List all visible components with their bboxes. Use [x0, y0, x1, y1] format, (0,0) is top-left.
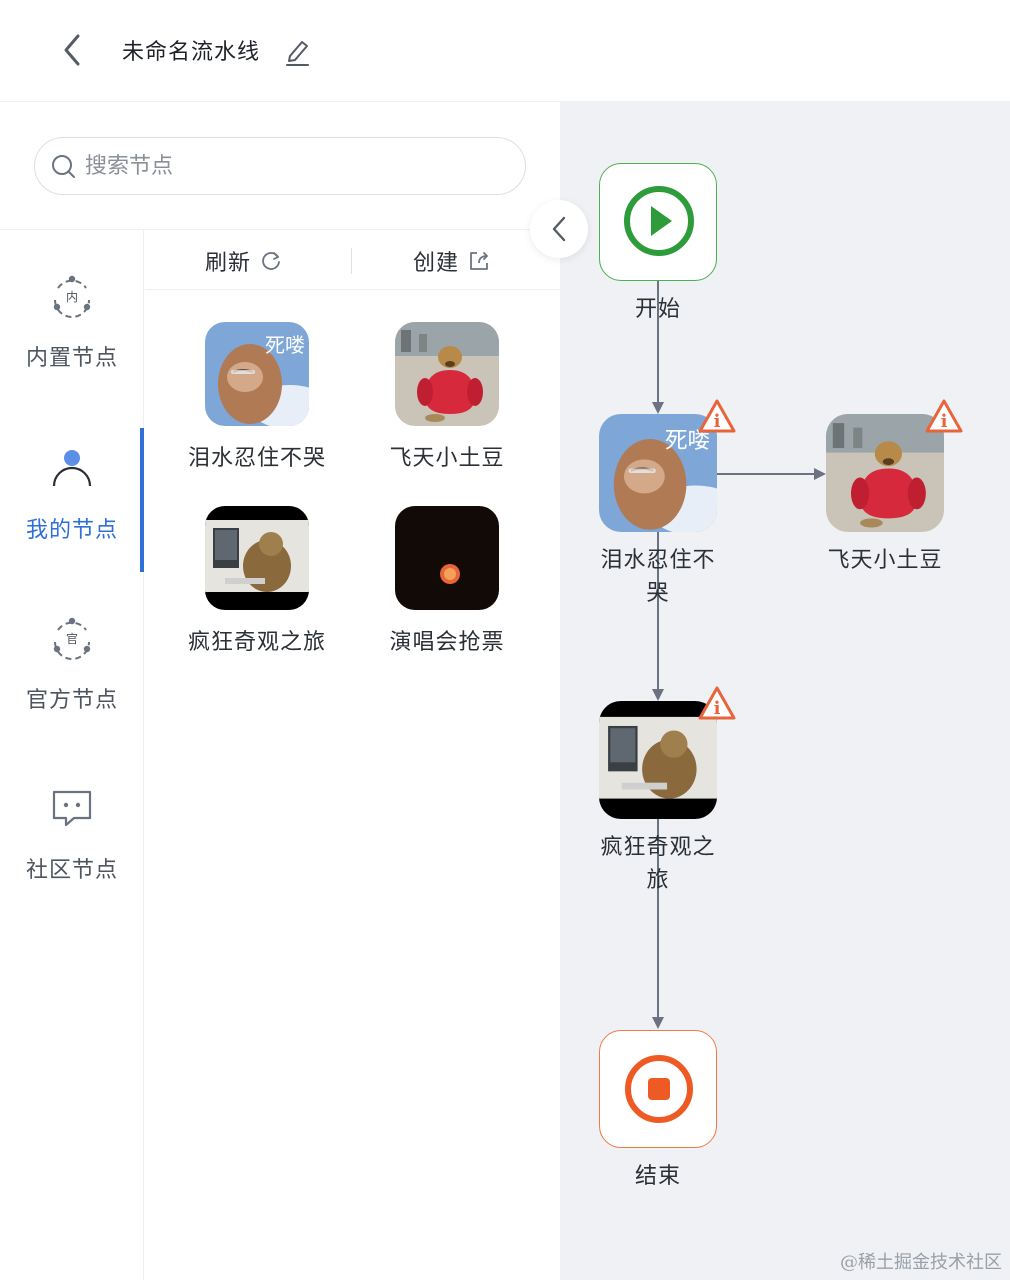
dog-in-red-coat-thumbnail — [395, 322, 499, 426]
active-indicator — [140, 428, 144, 572]
meme-caption: 死喽 — [265, 333, 305, 357]
monkey-at-computer-thumbnail — [599, 701, 717, 819]
create-label: 创建 — [413, 251, 460, 276]
node-library-panel: 内 内置节点 我的节点 官 官方节点 社区节点 — [0, 103, 560, 1280]
category-mine[interactable]: 我的节点 — [0, 424, 144, 564]
toolbar-separator — [351, 248, 352, 274]
pipeline-canvas[interactable]: 开始 死喽 泪水忍住不哭 i — [560, 102, 1010, 1280]
pipeline-step-node[interactable]: 死喽 泪水忍住不哭 — [599, 414, 717, 606]
node-label: 演唱会抢票 — [389, 630, 505, 655]
chevron-left-icon — [552, 216, 566, 242]
crying-monkey-thumbnail: 死喽 — [599, 414, 717, 532]
svg-text:内: 内 — [66, 290, 78, 304]
node-card[interactable]: 演唱会抢票 — [352, 506, 542, 676]
category-official[interactable]: 官 官方节点 — [0, 594, 144, 734]
end-node-box — [599, 1030, 717, 1148]
start-node-box — [599, 163, 717, 281]
edit-title-button[interactable] — [282, 34, 312, 68]
node-label: 泪水忍住不哭 — [187, 446, 326, 471]
warning-icon[interactable]: i — [698, 399, 736, 433]
refresh-button[interactable]: 刷新 — [205, 244, 283, 278]
category-label: 官方节点 — [25, 688, 118, 713]
pipeline-step-node[interactable]: 疯狂奇观之旅 — [599, 701, 717, 893]
category-label: 社区节点 — [25, 858, 118, 883]
pencil-icon — [286, 41, 309, 66]
chevron-left-icon — [64, 34, 80, 66]
node-card[interactable]: 疯狂奇观之旅 — [162, 506, 352, 676]
pipeline-step-node[interactable]: 飞天小土豆 — [826, 414, 944, 573]
search-icon — [52, 155, 75, 178]
node-card[interactable]: 飞天小土豆 — [352, 322, 542, 492]
create-button[interactable]: 创建 — [413, 244, 491, 278]
divider — [0, 229, 560, 230]
monkey-at-computer-thumbnail — [205, 506, 309, 610]
pipeline-title: 未命名流水线 — [122, 40, 261, 65]
step-label: 飞天小土豆 — [827, 548, 943, 573]
search-input[interactable] — [85, 146, 505, 186]
pipeline-edges — [652, 280, 826, 1029]
dark-sunset-thumbnail — [395, 506, 499, 610]
create-external-icon — [470, 252, 488, 270]
end-node[interactable]: 结束 — [599, 1030, 717, 1189]
node-toolbar: 刷新 创建 — [145, 230, 560, 290]
category-rail: 内 内置节点 我的节点 官 官方节点 社区节点 — [0, 230, 144, 1280]
category-label: 内置节点 — [25, 346, 118, 371]
start-node-label: 开始 — [634, 297, 681, 322]
refresh-label: 刷新 — [205, 251, 252, 276]
node-label: 疯狂奇观之旅 — [187, 630, 326, 655]
category-builtin[interactable]: 内 内置节点 — [0, 252, 144, 392]
svg-text:官: 官 — [66, 631, 78, 646]
svg-text:i: i — [714, 411, 721, 432]
page-header: 未命名流水线 — [0, 0, 1010, 102]
play-icon — [624, 186, 694, 256]
refresh-icon — [262, 252, 280, 270]
builtin-node-icon: 内 — [53, 275, 91, 318]
collapse-panel-button[interactable] — [530, 200, 588, 258]
watermark: @稀土掘金技术社区 — [840, 1252, 1002, 1273]
svg-text:i: i — [714, 698, 721, 719]
end-node-label: 结束 — [634, 1164, 681, 1189]
crying-monkey-thumbnail: 死喽 — [205, 322, 309, 426]
category-label: 我的节点 — [25, 518, 118, 543]
dog-in-red-coat-thumbnail — [826, 414, 944, 532]
user-icon — [52, 450, 92, 487]
step-label: 泪水忍住不哭 — [600, 548, 716, 606]
warning-icon[interactable]: i — [925, 399, 963, 433]
back-button[interactable] — [52, 30, 92, 70]
category-community[interactable]: 社区节点 — [0, 764, 144, 904]
stop-icon — [625, 1055, 693, 1123]
node-label: 飞天小土豆 — [389, 446, 505, 471]
node-card[interactable]: 死喽 泪水忍住不哭 — [162, 322, 352, 492]
official-node-icon: 官 — [53, 617, 91, 660]
start-node[interactable]: 开始 — [599, 163, 717, 322]
svg-text:i: i — [941, 411, 948, 432]
step-label: 疯狂奇观之旅 — [600, 835, 716, 893]
warning-icon[interactable]: i — [698, 686, 736, 720]
search-box[interactable] — [34, 137, 526, 195]
chat-icon — [52, 790, 92, 827]
